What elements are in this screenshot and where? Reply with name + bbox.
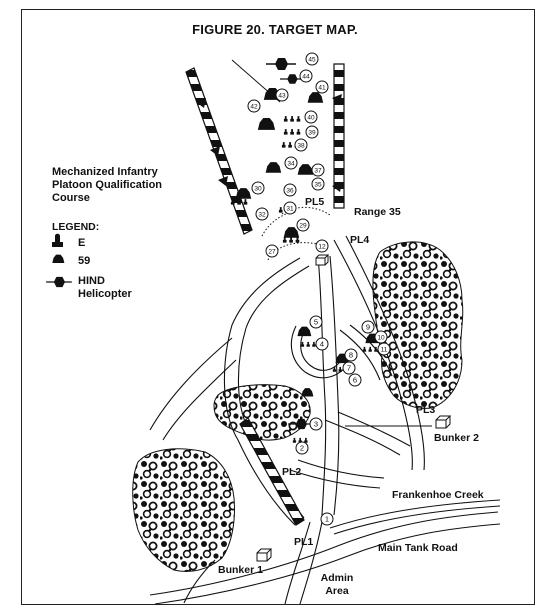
svg-text:2: 2 <box>300 444 304 453</box>
svg-text:7: 7 <box>347 364 351 373</box>
svg-text:6: 6 <box>353 376 357 385</box>
legend-icons <box>45 233 73 288</box>
target-number-6: 6 <box>348 373 362 387</box>
svg-text:5: 5 <box>314 318 318 327</box>
svg-text:4: 4 <box>320 340 324 349</box>
svg-text:35: 35 <box>314 182 322 189</box>
course-title: Mechanized Infantry Platoon Qualificatio… <box>52 166 163 204</box>
legend-heading: LEGEND: <box>52 221 100 233</box>
e-target-icon <box>52 233 63 247</box>
svg-text:44: 44 <box>302 74 310 81</box>
target-number-3: 3 <box>309 417 323 431</box>
target-number-29: 29 <box>296 218 310 232</box>
svg-text:40: 40 <box>307 115 315 122</box>
svg-text:45: 45 <box>308 57 316 64</box>
bunker-2-label: Bunker 2 <box>434 432 479 444</box>
target-number-30: 30 <box>251 181 265 195</box>
target-number-38: 38 <box>294 138 308 152</box>
target-number-27: 27 <box>265 244 279 258</box>
woods-east <box>372 241 464 409</box>
svg-text:29: 29 <box>299 223 307 230</box>
svg-text:37: 37 <box>314 168 322 175</box>
svg-text:41: 41 <box>318 85 326 92</box>
flag-markers <box>196 94 342 192</box>
svg-text:43: 43 <box>278 93 286 100</box>
svg-text:32: 32 <box>258 212 266 219</box>
target-number-40: 40 <box>304 110 318 124</box>
legend-label-e: E <box>78 237 86 249</box>
target-number-45: 45 <box>305 52 319 66</box>
target-number-10: 10 <box>374 330 388 344</box>
target-number-1: 1 <box>320 512 334 526</box>
svg-text:1: 1 <box>325 515 329 524</box>
hind-helicopter-icon <box>45 276 73 288</box>
bunker-1-icon <box>256 548 273 562</box>
frankenhoe-creek <box>329 499 501 535</box>
target-number-32: 32 <box>255 207 269 221</box>
svg-text:31: 31 <box>286 206 294 213</box>
svg-text:9: 9 <box>366 323 370 332</box>
target-number-31: 31 <box>283 201 297 215</box>
admin-area-label: Admin Area <box>320 572 354 597</box>
target-number-layer: 1234567891011122729303132343536373839404… <box>247 52 391 526</box>
woods-central <box>213 384 311 441</box>
svg-text:10: 10 <box>377 335 385 342</box>
legend-label-59: 59 <box>78 255 91 267</box>
bunker-2-icon <box>435 415 452 429</box>
legend-label-hind: HIND Helicopter <box>78 275 132 300</box>
target-number-42: 42 <box>247 99 261 113</box>
bunker-range-icon <box>315 254 330 266</box>
range-35-label: Range 35 <box>354 206 401 218</box>
svg-text:30: 30 <box>254 186 262 193</box>
svg-text:34: 34 <box>287 161 295 168</box>
target-number-43: 43 <box>275 88 289 102</box>
pl3-label: PL3 <box>416 404 436 416</box>
pl2-label: PL2 <box>282 466 302 478</box>
target-number-41: 41 <box>315 80 329 94</box>
svg-text:3: 3 <box>314 420 318 429</box>
target-number-39: 39 <box>305 125 319 139</box>
pl1-label: PL1 <box>294 536 314 548</box>
target-number-9: 9 <box>361 320 375 334</box>
target-number-37: 37 <box>311 163 325 177</box>
target-number-2: 2 <box>295 441 309 455</box>
target-number-4: 4 <box>315 337 329 351</box>
target-number-8: 8 <box>344 348 358 362</box>
svg-text:36: 36 <box>286 188 294 195</box>
target-number-36: 36 <box>283 183 297 197</box>
target-number-11: 11 <box>377 342 391 356</box>
target-number-35: 35 <box>311 177 325 191</box>
main-tank-road-label: Main Tank Road <box>378 542 458 554</box>
svg-text:8: 8 <box>349 351 353 360</box>
creek-label: Frankenhoe Creek <box>392 489 484 501</box>
target-number-34: 34 <box>284 156 298 170</box>
figure-frame <box>21 9 535 605</box>
target-number-7: 7 <box>342 361 356 375</box>
pl4-label: PL4 <box>350 234 370 246</box>
svg-text:27: 27 <box>268 249 276 256</box>
svg-text:42: 42 <box>250 104 258 111</box>
bunker-1-label: Bunker 1 <box>218 564 263 576</box>
svg-text:12: 12 <box>318 244 326 251</box>
t59-tank-icon <box>52 254 65 263</box>
svg-text:11: 11 <box>381 347 388 354</box>
road-network <box>149 235 501 605</box>
svg-text:38: 38 <box>297 143 305 150</box>
woods-southwest <box>132 448 235 572</box>
pl5-label: PL5 <box>305 196 325 208</box>
figure-title: FIGURE 20. TARGET MAP. <box>192 22 358 37</box>
target-number-12: 12 <box>315 239 329 253</box>
target-number-5: 5 <box>309 315 323 329</box>
target-number-44: 44 <box>299 69 313 83</box>
svg-text:39: 39 <box>308 130 316 137</box>
